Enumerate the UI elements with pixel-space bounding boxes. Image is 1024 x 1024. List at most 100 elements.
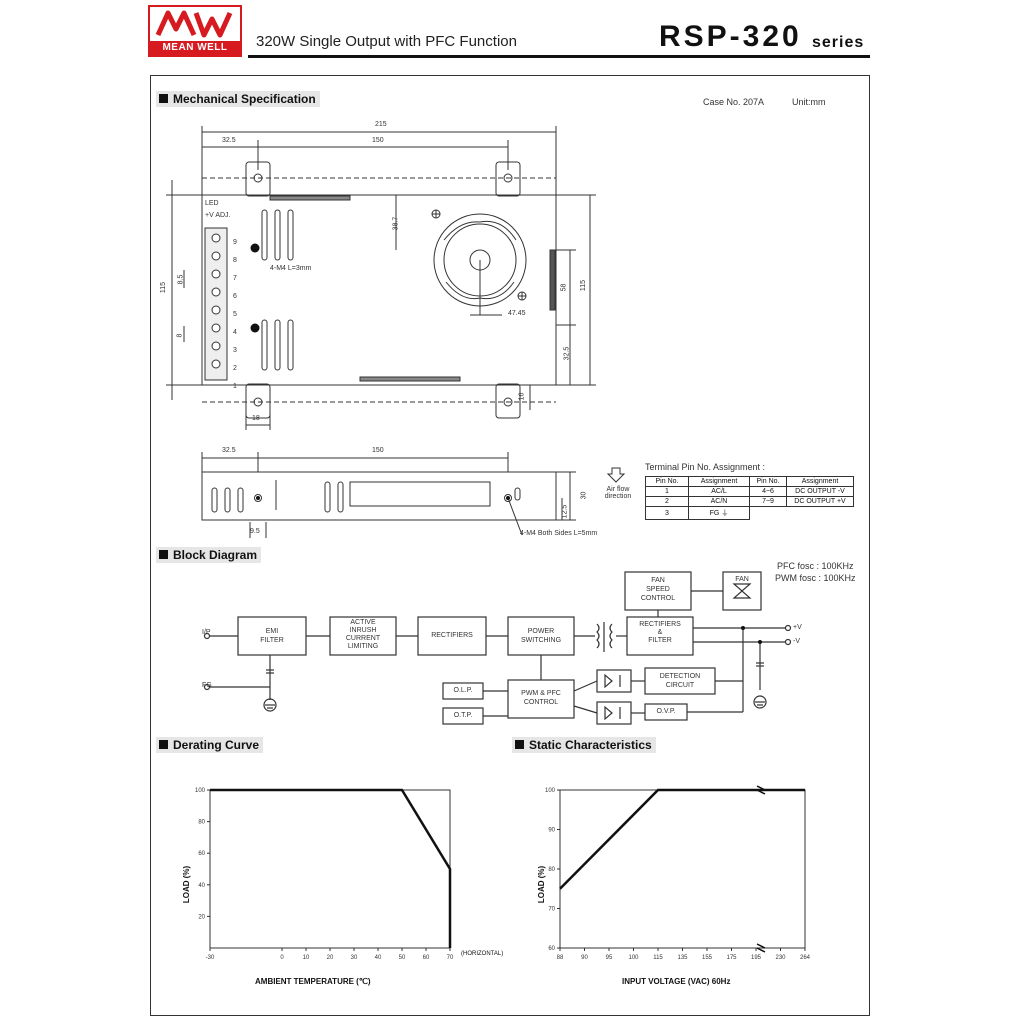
y-tick-label: 60 [548, 946, 555, 952]
airflow-label: Air flow direction [604, 486, 632, 500]
pwm-fosc: PWM fosc : 100KHz [775, 573, 856, 583]
side-dim-small: 12.5 [561, 504, 569, 519]
dim-foot: 16 [518, 392, 526, 401]
x-tick-label: 70 [447, 955, 454, 961]
otp-label: O.T.P. [453, 712, 473, 719]
axis-break-bottom-icon [756, 943, 766, 953]
dim-pitch-1: 8.5 [177, 274, 185, 285]
dim-overall-width: 215 [375, 121, 387, 128]
x-tick-label: 0 [280, 955, 284, 961]
derating-ylabel: LOAD (%) [182, 865, 192, 904]
rectifiers-label: RECTIFIERS [431, 632, 473, 639]
x-tick-label: 90 [581, 955, 588, 961]
mechanical-drawing [166, 126, 626, 538]
x-tick-label: 40 [375, 955, 382, 961]
led-label: LED [205, 200, 219, 207]
x-tick-label: 88 [557, 955, 564, 961]
section-static-title: Static Characteristics [512, 737, 656, 753]
dim-height: 115 [160, 281, 168, 294]
y-tick-label: 40 [198, 883, 205, 889]
fan-speed-block [624, 571, 692, 611]
datasheet-frame [150, 75, 870, 1016]
screw-note-top: 4-M4 L=3mm [270, 265, 312, 272]
y-tick-label: 100 [195, 788, 206, 794]
airflow-arrow-icon [606, 467, 626, 483]
x-tick-label: 195 [751, 955, 762, 961]
axis-break-top-icon [756, 785, 766, 795]
side-dim-pitch: 9.5 [250, 528, 260, 535]
vadj-label: +V ADJ. [205, 212, 231, 219]
dim-hole-span: 150 [372, 137, 384, 144]
fg-label: FG [202, 682, 212, 689]
x-tick-label: 30 [351, 955, 358, 961]
y-tick-label: 20 [198, 914, 205, 920]
header-rule [248, 55, 870, 58]
static-plot-area [559, 789, 806, 949]
x-tick-label: 20 [327, 955, 334, 961]
ip-label: I/P [202, 629, 211, 636]
logo-text: MEAN WELL [150, 41, 240, 55]
model-name: RSP-320 [659, 20, 802, 53]
x-tick-label: 100 [628, 955, 639, 961]
mw-logo-mark-icon [155, 10, 233, 38]
section-derating-title: Derating Curve [156, 737, 264, 753]
series-label: series [812, 34, 865, 51]
dim-fan-height: 58 [560, 283, 568, 292]
ovp-label: O.V.P. [656, 708, 676, 715]
x-tick-label: 230 [775, 955, 786, 961]
fan-label: FAN [735, 576, 749, 583]
pfc-fosc: PFC fosc : 100KHz [777, 561, 854, 571]
table-row: 1 AC/L 4~6 DC OUTPUT -V [645, 486, 854, 497]
dim-right-height: 115 [580, 279, 588, 292]
y-tick-label: 60 [198, 851, 205, 857]
unit-label: Unit:mm [792, 97, 826, 107]
x-tick-label: 115 [653, 955, 663, 961]
photocoupler-1 [596, 669, 632, 693]
olp-label: O.L.P. [453, 687, 473, 694]
x-tick-label: 264 [800, 955, 811, 961]
section-block-title: Block Diagram [156, 547, 262, 563]
derating-xlabel: AMBIENT TEMPERATURE (℃) [255, 977, 371, 986]
static-xlabel: INPUT VOLTAGE (VAC) 60Hz [622, 977, 731, 986]
minus-v-label: -V [793, 638, 800, 645]
dim-bottom-offset: 32.5 [563, 346, 571, 361]
terminal-table-title: Terminal Pin No. Assignment : [645, 462, 766, 472]
block-diagram [203, 571, 792, 725]
plus-v-label: +V [793, 624, 802, 631]
dim-foot-width: 18 [252, 415, 260, 422]
x-tick-label: -30 [206, 955, 215, 961]
product-subtitle: 320W Single Output with PFC Function [256, 33, 517, 50]
meanwell-logo: MEAN WELL [148, 5, 242, 57]
x-tick-label: 50 [399, 955, 406, 961]
table-row: 3 FG ⏚ [645, 506, 854, 520]
y-tick-label: 70 [548, 907, 555, 913]
rect-filter-label: RECTIFIERS&FILTER [639, 621, 681, 644]
y-tick-label: 100 [545, 788, 556, 794]
dim-fan-offset: 38.7 [392, 216, 400, 231]
dim-left-offset: 32.5 [222, 137, 236, 144]
case-number: Case No. 207A [703, 97, 765, 107]
dim-fan-x: 47.45 [508, 310, 526, 317]
x-tick-label: 95 [606, 955, 613, 961]
static-ylabel: LOAD (%) [537, 865, 547, 904]
side-screw-note: 4-M4 Both Sides L=5mm [520, 530, 598, 537]
side-dim-height: 30 [580, 491, 588, 500]
dim-pitch-2: 8 [176, 333, 184, 338]
table-row: Pin No. Assignment Pin No. Assignment [645, 476, 854, 487]
derating-plot-area [209, 789, 451, 949]
y-tick-label: 90 [548, 828, 555, 834]
x-tick-label: 60 [423, 955, 430, 961]
side-dim-left: 32.5 [222, 447, 236, 454]
section-mechanical-title: Mechanical Specification [156, 91, 320, 107]
x-tick-label: 135 [677, 955, 688, 961]
x-tick-label: 10 [303, 955, 310, 961]
inrush-block [329, 616, 397, 656]
